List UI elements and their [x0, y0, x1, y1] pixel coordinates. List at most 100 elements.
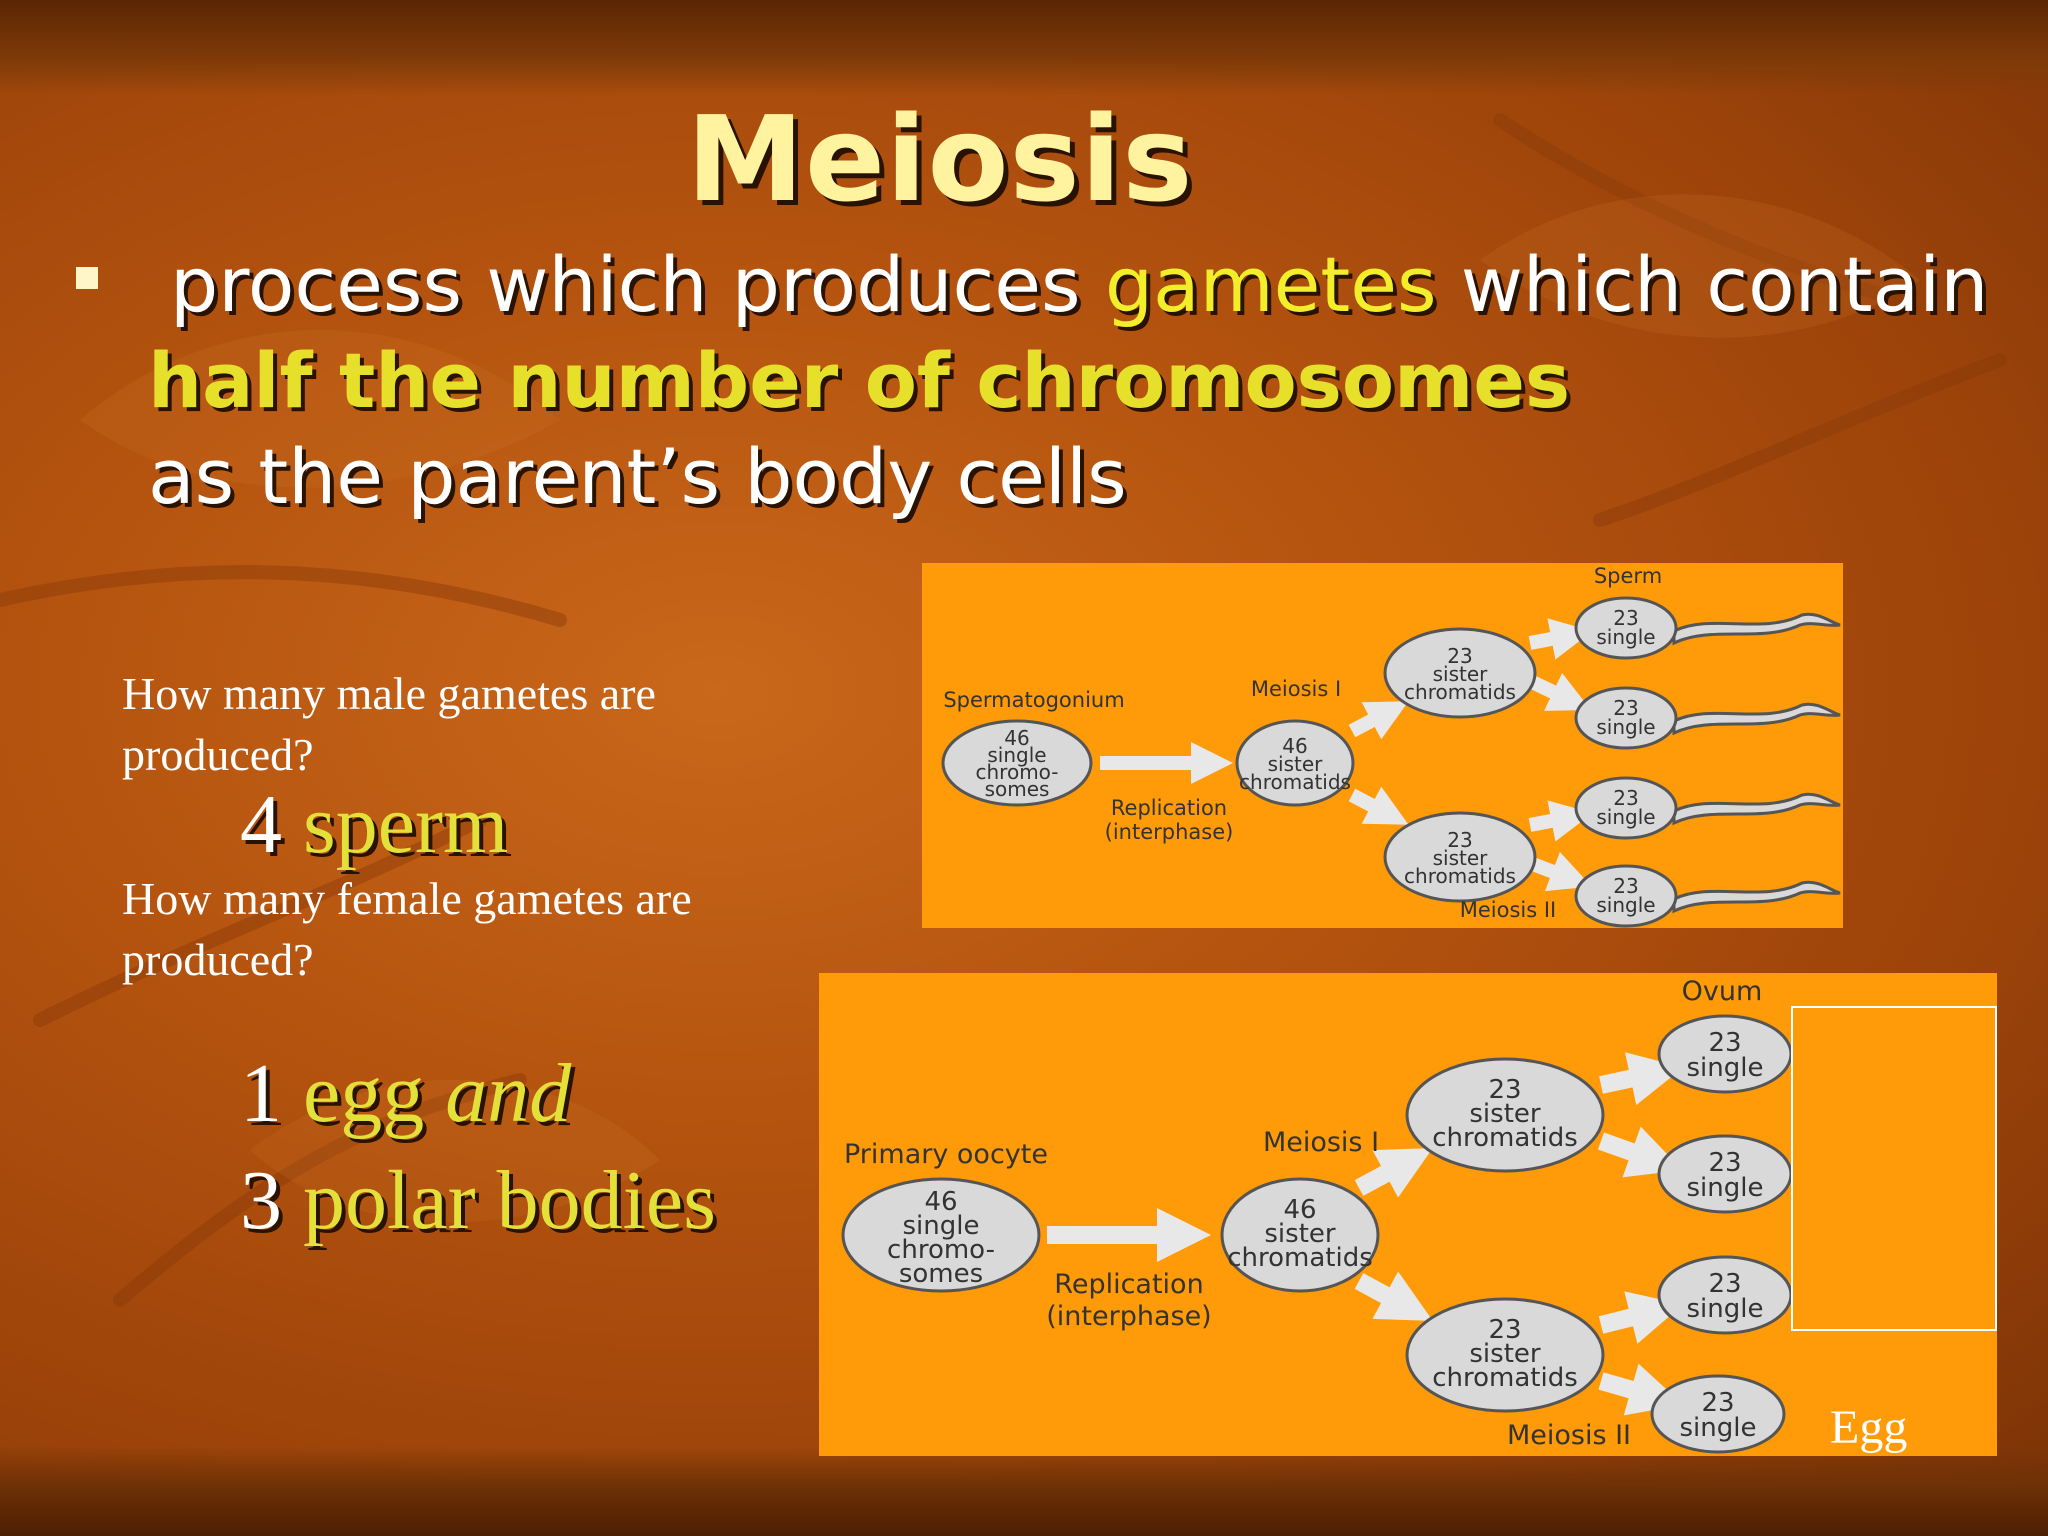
egg-46-sister-cell [1220, 1177, 1380, 1293]
sperm-arrow-bot2 [1527, 851, 1592, 892]
sperm-mid-text-2: sister [1268, 752, 1324, 776]
sperm-replication-2: (interphase) [1105, 820, 1234, 844]
sperm-tail-1 [1672, 612, 1841, 646]
egg-meiosis1-label: Meiosis I [1263, 1127, 1379, 1158]
sperm-tail-4 [1672, 880, 1841, 914]
top-gradient-band [0, 0, 2048, 95]
sperm-mid-text-3: chromatids [1239, 770, 1351, 794]
sperm-replication-1: Replication [1111, 796, 1227, 820]
egg-arrow-meiosis1-up [1354, 1148, 1433, 1198]
sperm-arrow-meiosis1-down [1348, 786, 1409, 825]
sperm-single-2-word: single [1596, 715, 1655, 739]
oocyte-text-2: single [903, 1211, 980, 1241]
spermatogonium-text-1: 46 [1004, 726, 1029, 750]
egg-mid-text-1: 46 [1283, 1195, 1316, 1225]
oocyte-text-3: chromo- [887, 1235, 995, 1265]
sperm-arrow-top1 [1528, 618, 1593, 660]
ovum-highlight-box [1791, 1006, 1997, 1331]
egg-sister-top-text-2: sister [1469, 1099, 1541, 1129]
female-question: How many female gametes are produced? [122, 868, 692, 990]
bullet-text-part1: process which produces [170, 240, 1081, 329]
oogenesis-diagram: Ovum Primary oocyte Meiosis I Meiosis II… [819, 973, 1997, 1456]
egg-arrows [1047, 1052, 1684, 1416]
male-answer-number: 4 [240, 778, 282, 871]
male-answer: 4 sperm [240, 776, 508, 873]
oocyte-text-4: somes [899, 1259, 983, 1289]
male-question: How many male gametes are produced? [122, 663, 656, 785]
female-answer-polar-bodies: polar bodies [303, 1154, 716, 1247]
sperm-single-cell-2 [1574, 686, 1678, 750]
bullet-text-part2: which contain [1460, 240, 1989, 329]
sperm-meiosis1-label: Meiosis I [1251, 677, 1341, 701]
sperm-arrow-meiosis1-up [1348, 701, 1409, 740]
female-answer-line1: 1 egg and [240, 1045, 571, 1142]
female-answer-line2: 3 polar bodies [240, 1152, 716, 1249]
sperm-tails [1672, 612, 1841, 914]
sperm-single-3-num: 23 [1613, 786, 1638, 810]
sperm-sister-top-text-3: chromatids [1404, 680, 1516, 704]
ovum-word: single [1687, 1053, 1764, 1083]
female-answer-number-3: 3 [240, 1154, 282, 1247]
female-answer-number-1: 1 [240, 1047, 282, 1140]
spermatogonium-text-3: chromo- [976, 760, 1059, 784]
polar-1-num: 23 [1708, 1148, 1741, 1178]
sperm-tail-3 [1672, 792, 1841, 826]
egg-replication-2: (interphase) [1046, 1301, 1211, 1332]
bullet-square-icon [76, 267, 98, 289]
ovum-num: 23 [1708, 1028, 1741, 1058]
sperm-top-label: Sperm [1594, 564, 1662, 588]
sperm-sister-top-text-2: sister [1433, 662, 1489, 686]
female-question-line2: produced? [122, 934, 314, 985]
sperm-46-sister-cell [1235, 719, 1355, 807]
sperm-mid-text-1: 46 [1282, 734, 1307, 758]
bottom-gradient-band [0, 1446, 2048, 1536]
female-question-line1: How many female gametes are [122, 873, 692, 924]
polar-body-cell-3 [1650, 1374, 1786, 1454]
oogenesis-svg: Ovum Primary oocyte Meiosis I Meiosis II… [841, 976, 1997, 1454]
sperm-single-cell-3 [1574, 776, 1678, 840]
sperm-23-sister-cell-bottom [1383, 811, 1537, 903]
egg-mid-text-3: chromatids [1227, 1243, 1373, 1273]
bullet-line-1: process which produces gametes which con… [170, 240, 1988, 329]
egg-sister-top-text-3: chromatids [1432, 1123, 1578, 1153]
polar-3-word: single [1680, 1413, 1757, 1443]
slide-title: Meiosis [686, 90, 1194, 228]
sperm-sister-bot-text-1: 23 [1447, 828, 1472, 852]
female-answer-and: and [445, 1047, 572, 1140]
egg-sister-top-text-1: 23 [1488, 1075, 1521, 1105]
male-question-line1: How many male gametes are [122, 668, 656, 719]
primary-oocyte-label: Primary oocyte [844, 1139, 1048, 1170]
sperm-sister-bot-text-3: chromatids [1404, 864, 1516, 888]
spermatogonium-text-2: single [987, 743, 1046, 767]
sperm-23-sister-cell-top [1383, 627, 1537, 719]
egg-mid-text-2: sister [1264, 1219, 1336, 1249]
sperm-single-cell-4 [1574, 864, 1678, 928]
egg-sister-bot-text-1: 23 [1488, 1315, 1521, 1345]
egg-sister-bot-text-3: chromatids [1432, 1363, 1578, 1393]
bullet-line-3: as the parent’s body cells [148, 432, 1127, 521]
sperm-single-2-num: 23 [1613, 696, 1638, 720]
egg-23-sister-cell-bottom [1405, 1297, 1605, 1413]
spermatogonium-label: Spermatogonium [943, 688, 1124, 712]
polar-2-num: 23 [1708, 1269, 1741, 1299]
egg-arrow-meiosis1-down [1354, 1271, 1433, 1321]
polar-2-word: single [1687, 1294, 1764, 1324]
female-answer-egg: egg [303, 1047, 425, 1140]
male-answer-word: sperm [303, 778, 509, 871]
male-question-line2: produced? [122, 729, 314, 780]
sperm-tail-2 [1672, 702, 1841, 736]
sperm-single-3-word: single [1596, 805, 1655, 829]
primary-oocyte-cell [841, 1177, 1041, 1293]
sperm-single-1-word: single [1596, 625, 1655, 649]
sperm-meiosis2-label: Meiosis II [1460, 898, 1557, 922]
sperm-sister-bot-text-2: sister [1433, 846, 1489, 870]
ovum-top-label: Ovum [1682, 976, 1763, 1007]
spermatogenesis-diagram: Sperm Spermatogonium Meiosis I Meiosis I… [922, 563, 1843, 928]
egg-arrow-bot1 [1598, 1291, 1684, 1344]
egg-meiosis2-label: Meiosis II [1507, 1420, 1631, 1451]
egg-arrow-bot2 [1598, 1363, 1683, 1416]
egg-23-sister-cell-top [1405, 1057, 1605, 1173]
egg-arrow-top1 [1599, 1052, 1684, 1106]
sperm-arrows [1100, 618, 1593, 892]
oocyte-text-1: 46 [924, 1187, 957, 1217]
